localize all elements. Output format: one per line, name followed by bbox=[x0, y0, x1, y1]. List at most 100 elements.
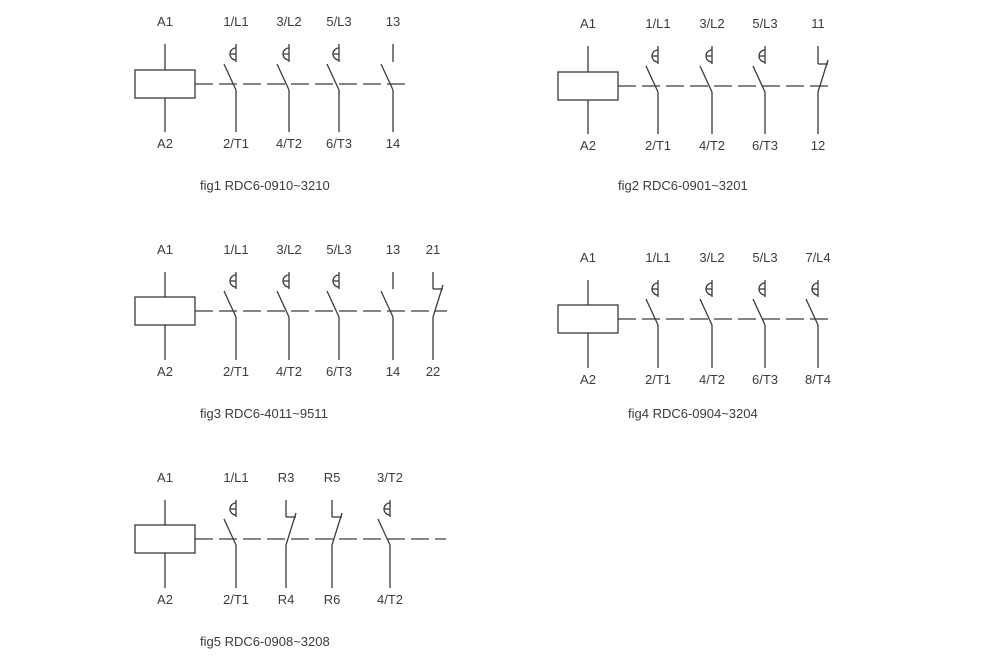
terminal-label-bottom: 4/T2 bbox=[276, 136, 302, 151]
terminal-label-top: 3/L2 bbox=[699, 16, 724, 31]
terminal-label-bottom: 8/T4 bbox=[805, 372, 831, 387]
terminal-label-bottom: 4/T2 bbox=[699, 372, 725, 387]
terminal-label-bottom: 14 bbox=[386, 136, 400, 151]
terminal-label-top: 1/L1 bbox=[645, 250, 670, 265]
pole-2: 3/L2 4/T2 bbox=[699, 16, 725, 153]
pole-4: 7/L4 8/T4 bbox=[805, 250, 831, 387]
pole-3: 5/L3 6/T3 bbox=[326, 242, 352, 379]
terminal-label-bottom: R6 bbox=[324, 592, 341, 607]
terminal-label-top: 1/L1 bbox=[645, 16, 670, 31]
terminal-label-bottom: 14 bbox=[386, 364, 400, 379]
pole-3: 5/L3 6/T3 bbox=[752, 16, 778, 153]
coil-label-top: A1 bbox=[157, 470, 173, 485]
pole-3: 5/L3 6/T3 bbox=[326, 14, 352, 151]
contact-blade bbox=[276, 63, 290, 91]
contact-blade bbox=[432, 284, 444, 318]
terminal-label-top: 5/L3 bbox=[752, 250, 777, 265]
contact-blade bbox=[326, 290, 340, 318]
terminal-label-bottom: 2/T1 bbox=[645, 372, 671, 387]
contact-blade bbox=[223, 518, 237, 546]
terminal-label-top: 21 bbox=[426, 242, 440, 257]
figure-caption: fig4 RDC6-0904~3204 bbox=[628, 406, 758, 421]
pole-1: 1/L12/T1 bbox=[223, 14, 249, 151]
contact-blade bbox=[276, 290, 290, 318]
terminal-label-bottom: 4/T2 bbox=[699, 138, 725, 153]
coil-label-bottom: A2 bbox=[157, 136, 173, 151]
terminal-label-top: 3/L2 bbox=[699, 250, 724, 265]
coil bbox=[557, 304, 619, 334]
coil bbox=[557, 71, 619, 101]
terminal-label-bottom: 4/T2 bbox=[377, 592, 403, 607]
terminal-label-top: 3/T2 bbox=[377, 470, 403, 485]
contact-blade bbox=[805, 298, 819, 326]
terminal-label-top: 13 bbox=[386, 242, 400, 257]
contact-blade bbox=[223, 290, 237, 318]
terminal-label-bottom: 2/T1 bbox=[223, 592, 249, 607]
coil-label-top: A1 bbox=[157, 14, 173, 29]
coil-label-bottom: A2 bbox=[580, 372, 596, 387]
contact-blade bbox=[326, 63, 340, 91]
terminal-label-bottom: 6/T3 bbox=[326, 136, 352, 151]
contact-blade bbox=[699, 65, 713, 93]
contact-blade bbox=[752, 298, 766, 326]
terminal-label-top: 3/L2 bbox=[276, 242, 301, 257]
terminal-label-bottom: R4 bbox=[278, 592, 295, 607]
terminal-label-bottom: 4/T2 bbox=[276, 364, 302, 379]
terminal-label-top: 3/L2 bbox=[276, 14, 301, 29]
pole-1: 1/L12/T1 bbox=[223, 470, 249, 607]
terminal-label-bottom: 6/T3 bbox=[752, 138, 778, 153]
terminal-label-top: 7/L4 bbox=[805, 250, 830, 265]
terminal-label-bottom: 6/T3 bbox=[752, 372, 778, 387]
terminal-label-top: R3 bbox=[278, 470, 295, 485]
terminal-label-top: 1/L1 bbox=[223, 14, 248, 29]
pole-2: 3/L2 4/T2 bbox=[699, 250, 725, 387]
contact-blade bbox=[285, 512, 297, 546]
contact-blade bbox=[645, 298, 659, 326]
coil-label-top: A1 bbox=[580, 250, 596, 265]
pole-3: 5/L3 6/T3 bbox=[752, 250, 778, 387]
pole-1: 1/L1 2/T1 bbox=[645, 250, 671, 387]
terminal-label-top: 11 bbox=[811, 16, 825, 31]
pole-5: 21 22 bbox=[426, 242, 444, 379]
coil-label-bottom: A2 bbox=[580, 138, 596, 153]
coil bbox=[134, 69, 196, 99]
coil-label-bottom: A2 bbox=[157, 592, 173, 607]
contact-blade bbox=[331, 512, 343, 546]
pole-1: 1/L1 2/T1 bbox=[223, 242, 249, 379]
coil bbox=[134, 296, 196, 326]
contact-blade bbox=[699, 298, 713, 326]
figure-3: A1A21/L12/T13/L24/T25/L36/T313142122fig3… bbox=[134, 242, 447, 421]
terminal-label-top: R5 bbox=[324, 470, 341, 485]
coil bbox=[134, 524, 196, 554]
coil-label-top: A1 bbox=[157, 242, 173, 257]
contact-blade bbox=[752, 65, 766, 93]
terminal-label-bottom: 22 bbox=[426, 364, 440, 379]
coil-label-bottom: A2 bbox=[157, 364, 173, 379]
pole-4: 3/T2 4/T2 bbox=[377, 470, 403, 607]
terminal-label-bottom: 6/T3 bbox=[326, 364, 352, 379]
terminal-label-bottom: 2/T1 bbox=[223, 364, 249, 379]
terminal-label-bottom: 2/T1 bbox=[645, 138, 671, 153]
contact-blade bbox=[377, 518, 391, 546]
coil-label-top: A1 bbox=[580, 16, 596, 31]
pole-2: 3/L2 4/T2 bbox=[276, 14, 302, 151]
terminal-label-top: 1/L1 bbox=[223, 242, 248, 257]
terminal-label-top: 13 bbox=[386, 14, 400, 29]
terminal-label-top: 5/L3 bbox=[752, 16, 777, 31]
terminal-label-top: 5/L3 bbox=[326, 14, 351, 29]
terminal-label-top: 5/L3 bbox=[326, 242, 351, 257]
contact-blade bbox=[380, 63, 394, 91]
contact-blade bbox=[817, 59, 829, 93]
pole-4: 13 14 bbox=[380, 242, 400, 379]
pole-1: 1/L1 2/T1 bbox=[645, 16, 671, 153]
contact-blade bbox=[645, 65, 659, 93]
figure-caption: fig5 RDC6-0908~3208 bbox=[200, 634, 330, 649]
